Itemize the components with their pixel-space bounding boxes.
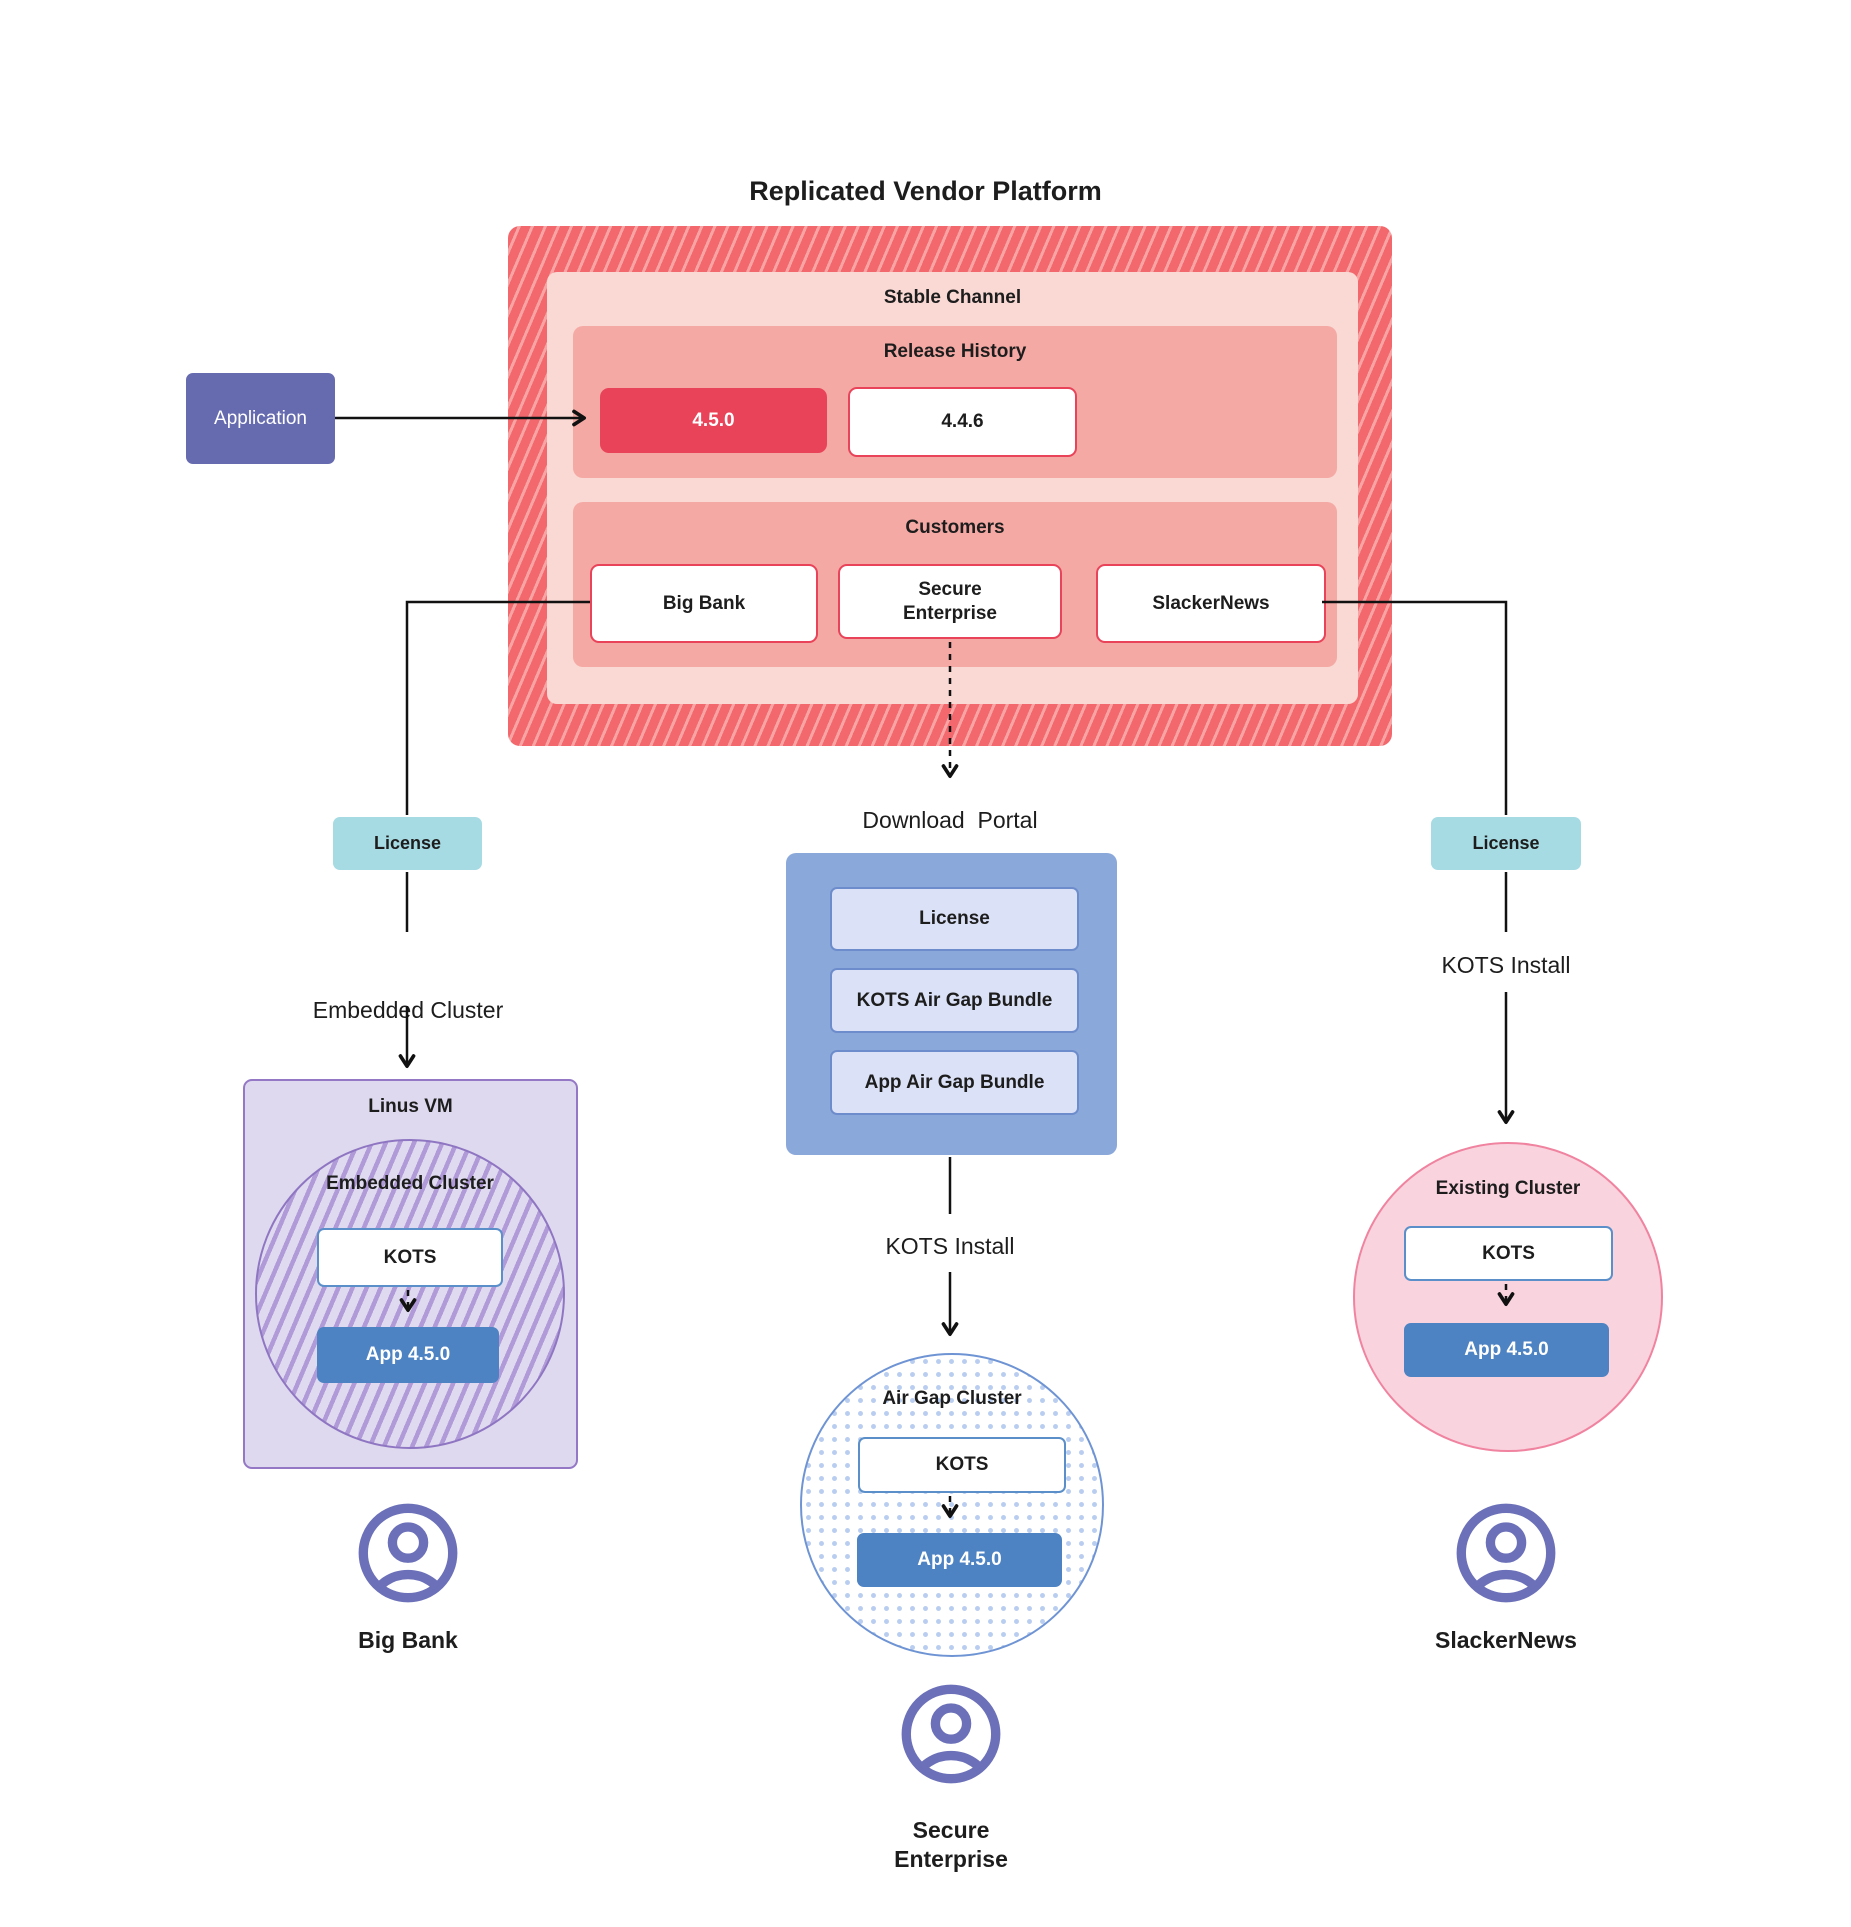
linus-vm-label: Linus VM (368, 1096, 453, 1117)
portal-license-box: License (830, 887, 1079, 951)
portal-license-label: License (919, 908, 990, 929)
license-box-left: License (333, 817, 482, 870)
release-4-5-0-label: 4.5.0 (692, 409, 735, 431)
release-history-panel: Release History 4.5.0 4.4.6 (573, 326, 1337, 478)
kots-box-right: KOTS (1404, 1226, 1613, 1281)
customer-slackernews-label: SlackerNews (1152, 592, 1270, 614)
release-4-5-0-box: 4.5.0 (600, 388, 827, 453)
app-middle-label: App 4.5.0 (917, 1549, 1002, 1570)
linus-vm-box: Linus VM Embedded Cluster (243, 1079, 578, 1469)
kots-middle-label: KOTS (935, 1454, 989, 1475)
app-left-label: App 4.5.0 (365, 1344, 451, 1365)
kots-install-label-middle: KOTS Install (885, 1233, 1015, 1259)
portal-kots-airgap-bundle-label: KOTS Air Gap Bundle (856, 989, 1053, 1011)
diagram-title: Replicated Vendor Platform (749, 176, 1102, 206)
existing-cluster-circle: Existing Cluster (1353, 1142, 1663, 1452)
secure-enterprise-user-icon (901, 1684, 1001, 1784)
license-right-label: License (1472, 833, 1540, 853)
app-box-left: App 4.5.0 (317, 1327, 499, 1383)
kots-box-left: KOTS (317, 1228, 503, 1287)
customers-label: Customers (905, 517, 1005, 538)
embedded-cluster-label: Embedded Cluster (326, 1173, 494, 1194)
existing-cluster-label: Existing Cluster (1435, 1178, 1581, 1199)
slackernews-user-icon (1456, 1503, 1556, 1603)
stable-channel-label: Stable Channel (883, 287, 1022, 308)
application-box: Application (186, 373, 335, 464)
customers-panel: Customers Big Bank Secure Enterprise Sla… (573, 502, 1337, 667)
release-4-4-6-box: 4.4.6 (848, 387, 1077, 457)
app-box-middle: App 4.5.0 (857, 1533, 1062, 1587)
portal-app-airgap-bundle-box: App Air Gap Bundle (830, 1050, 1079, 1115)
portal-kots-airgap-bundle-box: KOTS Air Gap Bundle (830, 968, 1079, 1033)
vendor-platform-container: Stable Channel Release History 4.5.0 4.4… (508, 226, 1392, 746)
release-history-label: Release History (883, 341, 1027, 362)
air-gap-cluster-circle: Air Gap Cluster (800, 1353, 1104, 1657)
big-bank-user-icon (358, 1503, 458, 1603)
secure-enterprise-name: Secure Enterprise (894, 1817, 1008, 1872)
download-portal-box: License KOTS Air Gap Bundle App Air Gap … (786, 853, 1117, 1155)
customer-secure-enterprise-label: Secure Enterprise (903, 578, 997, 624)
kots-box-middle: KOTS (858, 1437, 1066, 1493)
kots-install-label-right: KOTS Install (1441, 952, 1571, 978)
stable-channel-panel: Stable Channel Release History 4.5.0 4.4… (547, 272, 1358, 704)
air-gap-cluster-label: Air Gap Cluster (882, 1388, 1022, 1409)
app-box-right: App 4.5.0 (1404, 1323, 1609, 1377)
embedded-cluster-circle: Embedded Cluster (255, 1139, 565, 1449)
customer-big-bank-box: Big Bank (590, 564, 818, 643)
customer-big-bank-label: Big Bank (662, 592, 746, 614)
app-right-label: App 4.5.0 (1464, 1339, 1549, 1360)
license-box-right: License (1431, 817, 1581, 870)
portal-app-airgap-bundle-label: App Air Gap Bundle (864, 1071, 1045, 1093)
download-portal-title: Download Portal (862, 807, 1038, 833)
customer-secure-enterprise-box: Secure Enterprise (838, 564, 1062, 639)
license-left-label: License (373, 833, 442, 853)
release-4-4-6-label: 4.4.6 (941, 411, 984, 433)
slackernews-name: SlackerNews (1435, 1627, 1577, 1653)
big-bank-name: Big Bank (358, 1627, 458, 1653)
kots-left-label: KOTS (383, 1246, 437, 1268)
kots-right-label: KOTS (1482, 1242, 1535, 1264)
application-label: Application (214, 407, 307, 429)
customer-slackernews-box: SlackerNews (1096, 564, 1326, 643)
